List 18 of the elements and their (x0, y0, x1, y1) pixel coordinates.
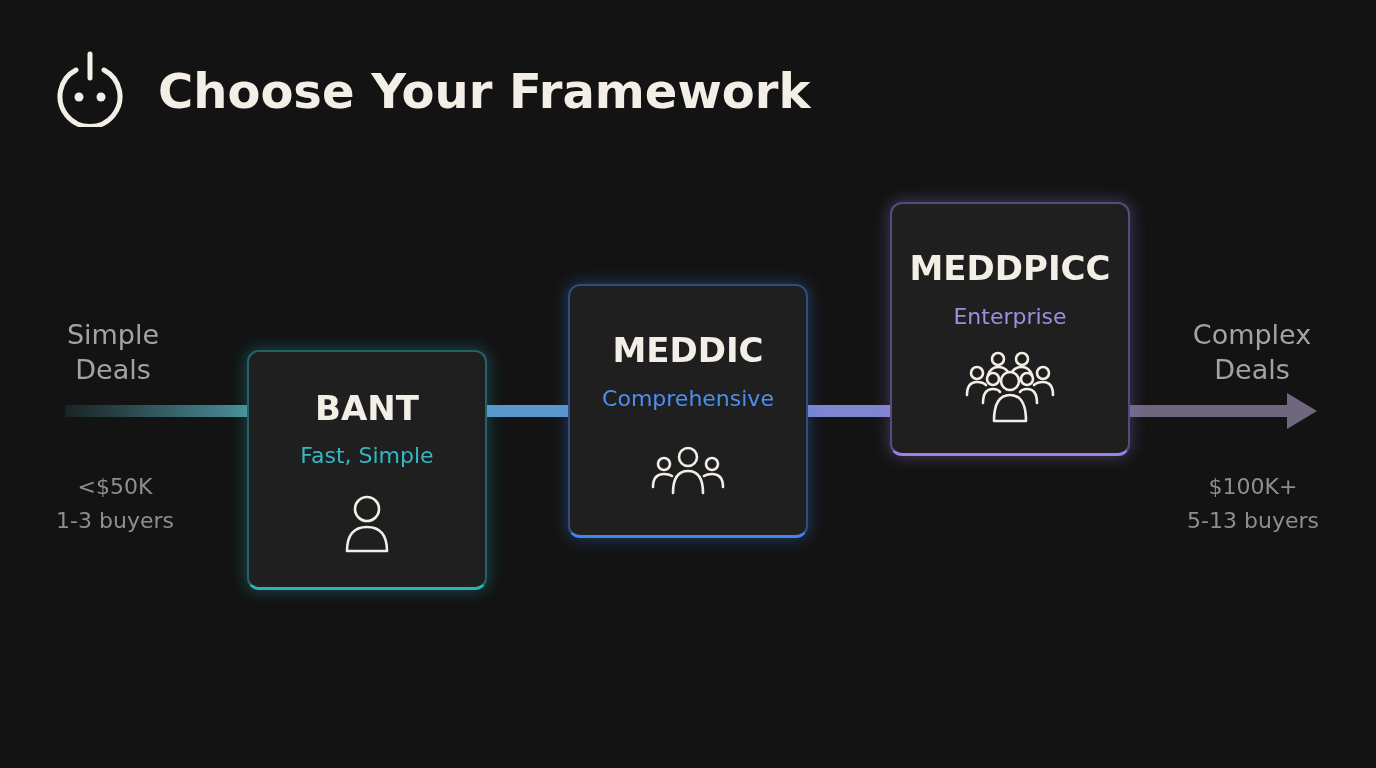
card-subtitle: Enterprise (953, 303, 1067, 331)
connector-line (808, 405, 890, 417)
framework-card (247, 350, 487, 590)
arrow (1130, 393, 1317, 429)
axis-end-label: Simple Deals (66, 318, 160, 387)
title: Choose Your Framework (158, 62, 811, 120)
deal-range-note: <$50K 1-3 buyers (56, 473, 174, 535)
framework-card (568, 284, 808, 538)
card-title: BANT (315, 387, 419, 429)
deal-range-note: $100K+ 5-13 buyers (1187, 473, 1319, 535)
connector-line (487, 405, 568, 417)
card-title: MEDDPICC (909, 247, 1111, 289)
card-title: MEDDIC (612, 329, 764, 371)
framework-card (890, 202, 1130, 456)
axis-end-label: Complex Deals (1192, 318, 1312, 387)
card-subtitle: Comprehensive (602, 385, 774, 413)
connector-line (65, 405, 247, 417)
card-subtitle: Fast, Simple (300, 442, 434, 470)
